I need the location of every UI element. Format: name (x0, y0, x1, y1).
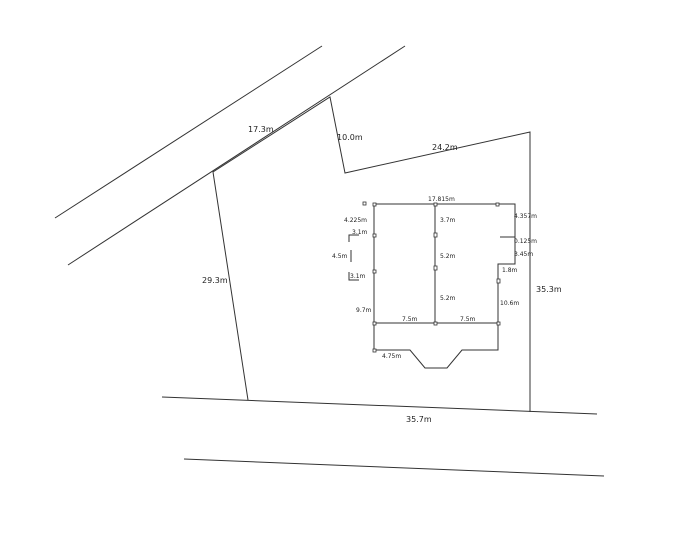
dimension-label: 5.2m (440, 295, 456, 302)
lot-edge-label: 35.3m (536, 285, 562, 294)
dimension-labels: 17.3m 10.0m 24.2m 29.3m 35.3m 35.7m 17.8… (202, 125, 562, 424)
dimension-label: 17.815m (428, 196, 455, 203)
dimension-label: 4.75m (382, 353, 401, 360)
dimension-label: 3.1m (350, 273, 366, 280)
lot-boundary (161, 96, 605, 477)
dimension-label: 0.125m (514, 238, 537, 245)
dimension-label: 4.357m (514, 213, 537, 220)
lot-edge-label: 24.2m (432, 143, 458, 152)
road-width-label: 17.3m (248, 125, 274, 134)
dimension-label: 3.45m (514, 251, 533, 258)
building-outline (348, 201, 516, 369)
lot-edge-label: 10.0m (337, 133, 363, 142)
road (54, 45, 406, 266)
dimension-label: 4.5m (332, 253, 348, 260)
dimension-label: 7.5m (402, 316, 418, 323)
lot-edge-label: 35.7m (406, 415, 432, 424)
dimension-label: 3.1m (352, 229, 368, 236)
dimension-label: 1.8m (502, 267, 518, 274)
dimension-label: 4.225m (344, 217, 367, 224)
dimension-label: 5.2m (440, 253, 456, 260)
dimension-label: 3.7m (440, 217, 456, 224)
dimension-label: 10.6m (500, 300, 519, 307)
lower-road-edge (183, 458, 605, 477)
dimension-label: 9.7m (356, 307, 372, 314)
dimension-label: 7.5m (460, 316, 476, 323)
lot-edge-label: 29.3m (202, 276, 228, 285)
